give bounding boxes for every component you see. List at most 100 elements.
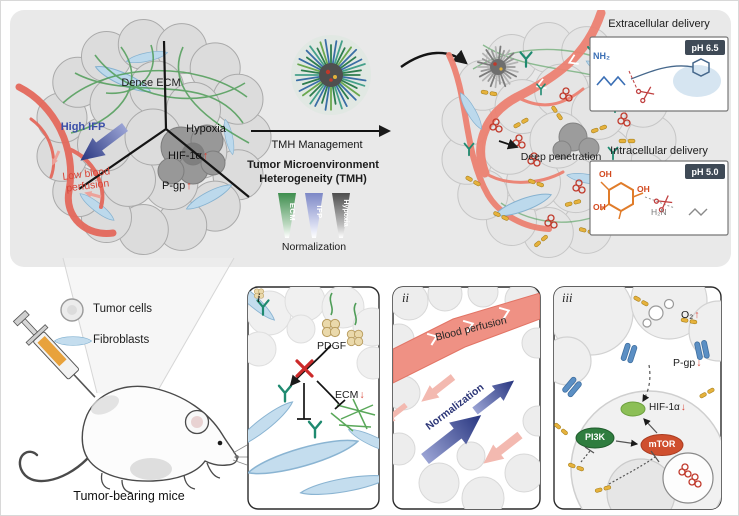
pgp-iii-text: P-gp <box>673 357 696 369</box>
drug-molecules <box>554 295 715 493</box>
pennant-ifp <box>305 193 323 238</box>
tmh-pennants: ECM IFP Hypoxia <box>278 193 350 238</box>
sector-divider-lines <box>78 40 250 198</box>
mtor-hif-arrow <box>643 418 658 434</box>
panel-ii-numeral: ii <box>402 291 409 305</box>
pennant-ecm <box>278 193 296 238</box>
down-arrow-icon: ↓ <box>359 389 365 401</box>
curved-arrow <box>400 49 468 68</box>
pi3k-label: PI3K <box>584 432 605 442</box>
panel-ii-art <box>393 287 540 509</box>
oh-label: OH <box>593 202 606 212</box>
extracellular-delivery-box <box>589 36 729 112</box>
oxygen-bubbles <box>642 298 675 328</box>
panel-i-art <box>248 287 379 501</box>
dense-ecm-label: Dense ECM <box>121 77 181 89</box>
pennant-hypoxia <box>332 193 350 238</box>
legend-fibroblasts-label: Fibroblasts <box>93 334 150 346</box>
pi3k-protein <box>575 427 615 449</box>
legend-tumor-cells-label: Tumor cells <box>93 303 152 315</box>
deep-penetration-arrow <box>498 139 519 150</box>
flow-chevron <box>567 54 579 65</box>
o2-text: O₂ <box>681 309 694 321</box>
down-arrow-icon: ↓ <box>696 357 702 369</box>
deep-penetration-label: Deep penetration <box>520 151 602 163</box>
pgp-pump-icon <box>694 340 710 360</box>
drug-vesicle <box>662 452 714 504</box>
scissors-icon <box>635 86 655 104</box>
nh2-label: NH₂ <box>593 51 610 61</box>
oh-label: OH <box>637 184 650 194</box>
small-hypoxic-core <box>552 122 600 160</box>
mouse-caption: Tumor-bearing mice <box>73 489 185 503</box>
normalization-label: Normalization <box>281 241 347 253</box>
syringe-icon <box>12 309 96 398</box>
pennant-hypoxia-label: Hypoxia <box>342 199 349 226</box>
hypoxia-label: Hypoxia <box>186 123 226 135</box>
intracellular-delivery-title: Intracellular delivery <box>610 145 708 157</box>
mouse-tail <box>18 450 89 483</box>
extracellular-delivery-title: Extracellular delivery <box>608 18 710 30</box>
high-ifp-label: High IFP <box>60 121 106 133</box>
scissors-icon <box>653 195 673 213</box>
pgp-iii-label: P-gp↓ <box>673 357 701 369</box>
hif1a-iii-label: HIF-1α↓ <box>649 402 686 414</box>
membrane-channel-icon <box>562 376 582 398</box>
blocked-x-icon <box>295 359 314 378</box>
h2n-label: H₂N <box>651 207 667 217</box>
signal-dashed-line <box>642 364 651 403</box>
left-tumor-illustration <box>15 19 272 255</box>
intracellular-delivery-box <box>589 160 729 236</box>
fibroblast-icon <box>54 336 92 346</box>
tumor-cell-nucleus <box>67 305 77 315</box>
up-arrow-icon: ↑ <box>202 150 209 162</box>
ecm-text: ECM <box>335 389 359 401</box>
flow-chevron <box>535 78 547 90</box>
ph-65-badge: pH 6.5 <box>685 40 725 55</box>
hif1a-iii-text: HIF-1α <box>649 402 680 413</box>
drug-inhibit-line <box>608 456 656 485</box>
down-arrow-icon: ↓ <box>680 402 686 413</box>
panel-i-numeral: i <box>257 291 261 305</box>
up-arrow-icon: ↑ <box>694 309 700 321</box>
pennant-ecm-label: ECM <box>288 203 297 221</box>
panel-iii-art <box>554 287 721 509</box>
mouse-legs <box>100 462 221 494</box>
tmh-management-label: TMH Management <box>271 139 363 151</box>
flow-chevrons <box>426 306 511 346</box>
left-blood-vessels <box>15 83 117 237</box>
o2-label: O₂↑ <box>681 309 700 321</box>
pdgf-label: PDGF <box>317 340 347 352</box>
up-arrow-icon: ↑ <box>186 180 192 192</box>
membrane-channel-icon <box>620 342 638 364</box>
tmh-title-line1: Tumor Microenvironment <box>247 159 379 171</box>
injection-site-shading <box>90 395 120 415</box>
blood-vessel <box>393 292 540 384</box>
pgp-text: P-gp <box>162 180 186 192</box>
tmh-title-line2: Heterogeneity (TMH) <box>259 173 367 185</box>
hif1a-label: HIF-1α↑ <box>168 150 208 163</box>
pdgf-signal-arrow <box>289 344 332 387</box>
mtor-protein <box>640 434 684 456</box>
ecm-fiber-icon <box>330 398 376 432</box>
mouse-eye <box>217 440 223 446</box>
pi3k-mtor-arrow <box>615 439 639 447</box>
mtor-label: mTOR <box>648 439 676 449</box>
zoom-funnel <box>63 258 234 399</box>
hypoxic-core <box>157 124 226 185</box>
mouse-illustration <box>12 257 248 494</box>
nanoparticle-icon <box>291 35 371 115</box>
hif1a-text: HIF-1α <box>168 150 202 162</box>
degraded-nanoparticle-icon <box>476 45 519 89</box>
ecm-label: ECM↓ <box>335 389 365 401</box>
pennant-ifp-label: IFP <box>315 205 324 218</box>
drug-cluster <box>678 463 702 488</box>
mouse-inner-ear <box>191 416 203 428</box>
panel-iii-numeral: iii <box>562 291 573 305</box>
pdgf-ligand-tails <box>329 292 357 326</box>
oh-label: OH <box>599 169 612 179</box>
inhibit-ecm-line <box>316 380 340 405</box>
pgp-label: P-gp↑ <box>162 180 192 193</box>
